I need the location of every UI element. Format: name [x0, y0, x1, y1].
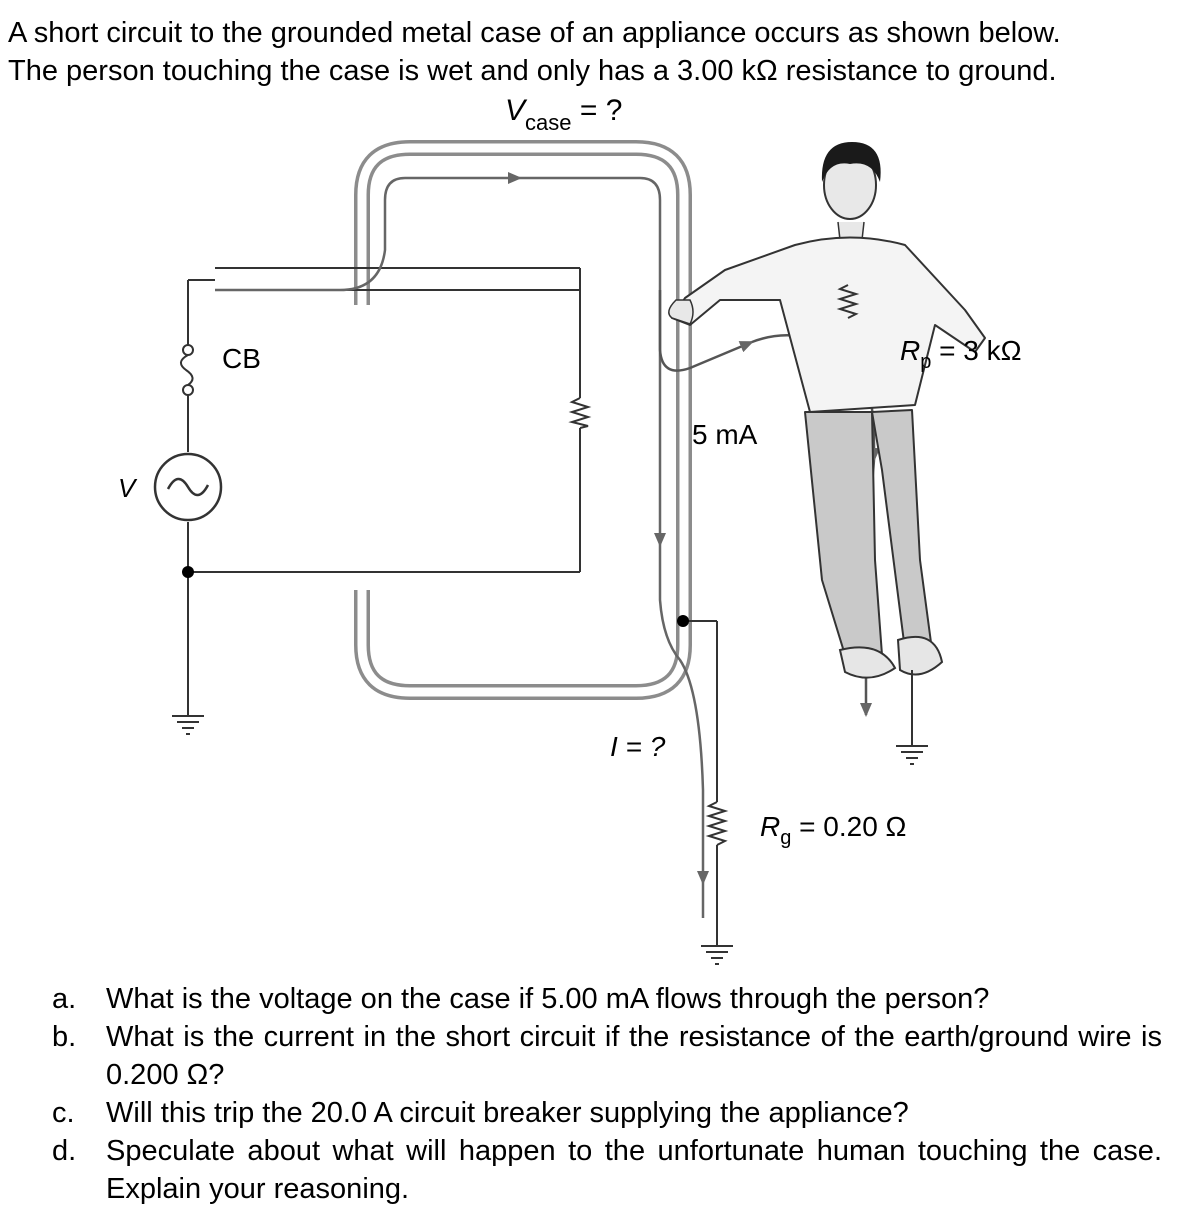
question-marker: d.: [52, 1135, 77, 1167]
person-current-label: 5 mA: [692, 419, 758, 450]
case-ground-icon: [701, 945, 733, 965]
question-text: Speculate about what will happen to the …: [106, 1135, 1162, 1205]
short-circuit-path: [215, 172, 709, 918]
supply-wiring: [187, 267, 581, 715]
ac-source: [153, 452, 223, 522]
question-list: a. What is the voltage on the case if 5.…: [52, 980, 1162, 1208]
person-figure: [668, 142, 986, 679]
person-ground-icon: [896, 670, 928, 765]
person-resistor: [836, 284, 860, 319]
rp-label: Rp = 3 kΩ: [900, 335, 1022, 373]
problem-intro: A short circuit to the grounded metal ca…: [8, 14, 1178, 90]
vcase-label: Vcase = ?: [505, 94, 622, 135]
question-marker: c.: [52, 1097, 75, 1129]
appliance-resistor: [568, 397, 592, 429]
intro-line-1: A short circuit to the grounded metal ca…: [8, 17, 1061, 49]
question-item: d. Speculate about what will happen to t…: [52, 1132, 1162, 1208]
question-text: Will this trip the 20.0 A circuit breake…: [106, 1097, 909, 1129]
appliance-case: [354, 140, 692, 700]
question-marker: a.: [52, 983, 77, 1015]
junction-dot: [182, 566, 194, 578]
question-item: b. What is the current in the short circ…: [52, 1018, 1162, 1094]
short-current-label: I = ?: [610, 731, 666, 762]
case-ground-junction: [677, 615, 689, 627]
question-text: What is the current in the short circuit…: [106, 1021, 1162, 1091]
source-voltage-label: V: [118, 473, 138, 503]
ground-icon: [172, 715, 204, 735]
question-text: What is the voltage on the case if 5.00 …: [106, 983, 990, 1015]
question-item: a. What is the voltage on the case if 5.…: [52, 980, 1162, 1018]
rg-label: Rg = 0.20 Ω: [760, 811, 906, 849]
cb-label: CB: [222, 343, 261, 374]
intro-line-2: The person touching the case is wet and …: [8, 55, 1057, 87]
short-circuit-diagram: Vcase = ? CB V: [118, 94, 1022, 965]
question-item: c. Will this trip the 20.0 A circuit bre…: [52, 1094, 1162, 1132]
question-marker: b.: [52, 1021, 77, 1053]
circuit-breaker: [180, 344, 194, 396]
